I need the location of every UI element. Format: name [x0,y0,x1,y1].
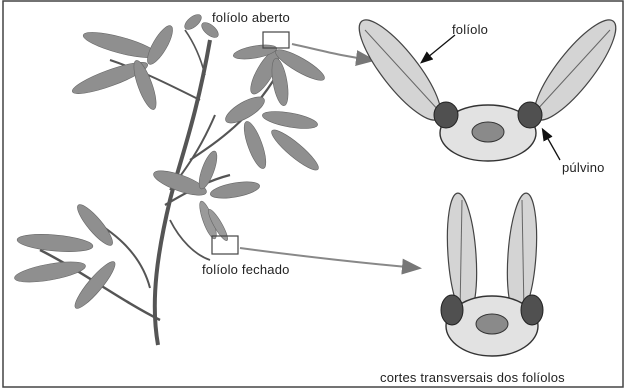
label-closed-leaflet: folíolo fechado [202,262,290,277]
pulvinus-pointer [543,130,560,160]
open-petiole-core [472,122,504,142]
pinna [261,108,319,132]
open-pulvinus-left [434,102,458,128]
branch [185,30,205,75]
closed-pulvinus-right [521,295,543,325]
closed-petiole-core [476,314,508,334]
pinna [209,179,261,201]
pinna [16,232,93,255]
pinna [182,12,204,33]
branch [170,220,210,260]
label-cross-sections: cortes transversais dos folíolos [380,370,565,385]
open-pulvinus-right [518,102,542,128]
pinna [240,119,270,171]
leaflet-pointer [422,35,455,62]
closed-pulvinus-left [441,295,463,325]
label-open-leaflet: folíolo aberto [212,10,290,25]
open-arrow [292,44,372,60]
label-pulvinus: púlvino [562,160,605,175]
pinna [143,22,177,67]
pinna [13,258,87,286]
pinna [81,27,159,62]
label-leaflet: folíolo [452,22,488,37]
closed-cross-section [441,192,543,356]
pinna [268,125,323,174]
pinna [196,149,221,191]
